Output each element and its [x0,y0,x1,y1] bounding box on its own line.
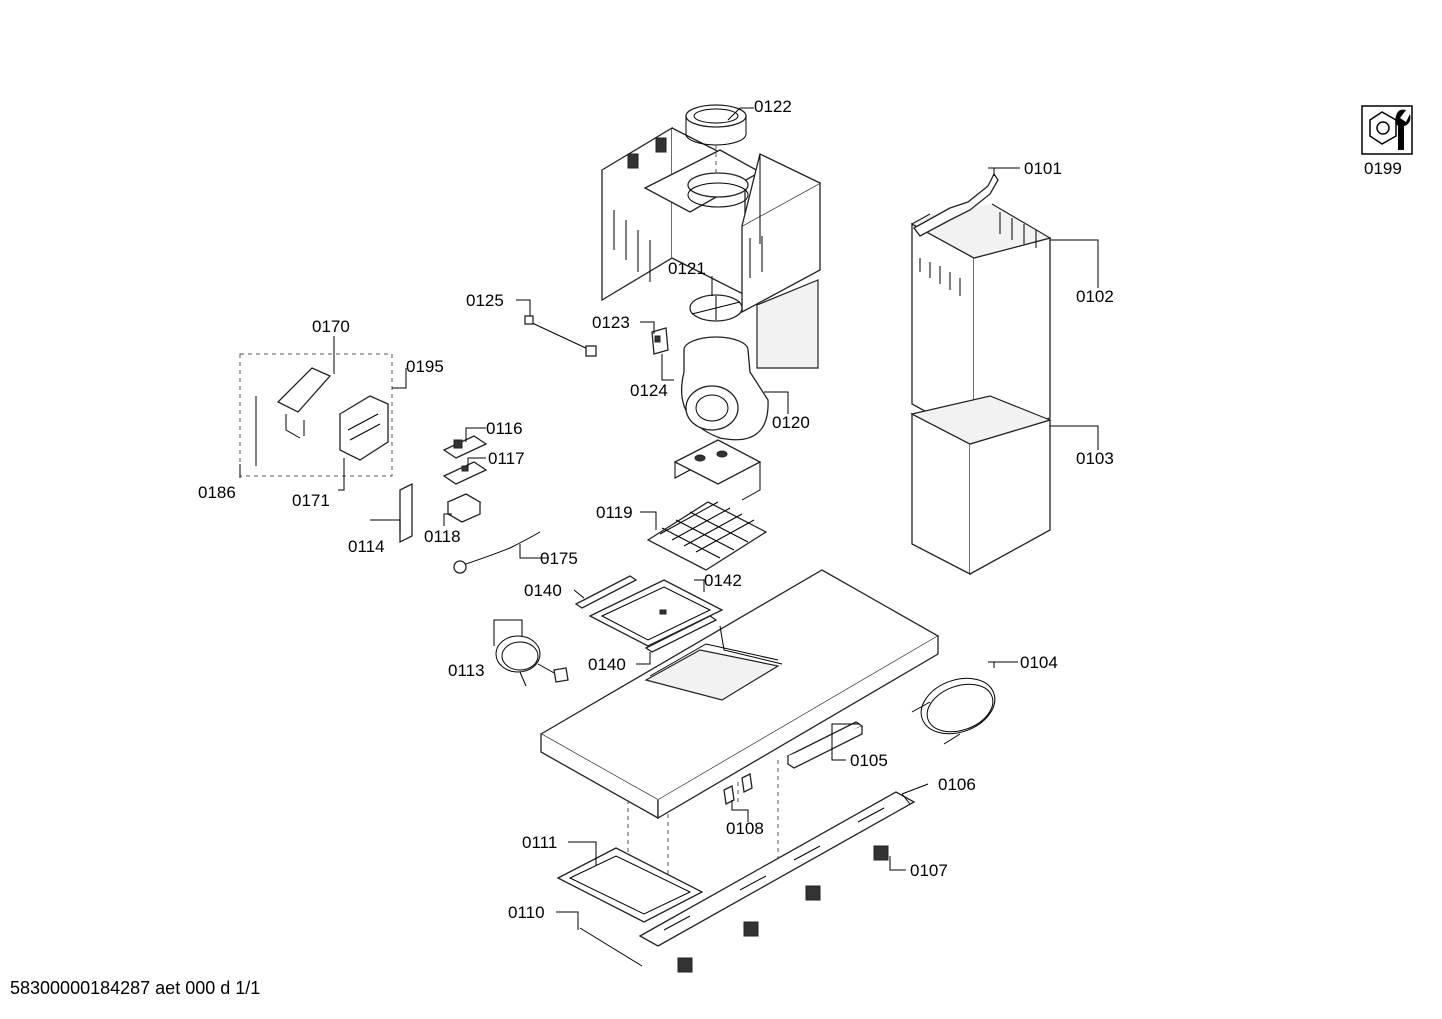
label-0195: 0195 [406,357,444,376]
part-0113-power-cord [495,635,569,687]
label-0186: 0186 [198,483,236,502]
label-0170: 0170 [312,317,350,336]
part-0140-light-strip-upper [574,575,638,609]
label-0110: 0110 [508,903,545,922]
label-0105: 0105 [850,751,888,770]
label-0111: 0111 [522,833,557,852]
label-0107: 0107 [910,861,948,880]
label-0121: 0121 [668,259,706,278]
document-footer: 58300000184287 aet 000 d 1/1 [10,978,260,999]
label-0140-lower: 0140 [588,655,626,674]
label-0101: 0101 [1024,159,1062,178]
part-0122-ring [685,104,747,146]
label-0116: 0116 [486,419,523,438]
label-0106: 0106 [938,775,976,794]
part-0114-panel [399,482,413,544]
label-0125: 0125 [466,291,504,310]
label-0175: 0175 [540,549,578,568]
label-0123: 0123 [592,313,630,332]
label-0118: 0118 [424,527,461,546]
wrench-nut-icon [1361,105,1413,155]
label-0171: 0171 [292,491,330,510]
part-0107-clips [677,845,889,973]
label-0104: 0104 [1020,653,1058,672]
part-0104-cable [911,677,996,745]
label-0142: 0142 [704,571,742,590]
label-0120: 0120 [772,413,810,432]
part-0105-light-bar [786,721,864,769]
doc-variant: aet 000 d [155,978,231,998]
label-0119: 0119 [596,503,633,522]
label-0114: 0114 [348,537,385,556]
part-0175-cable [453,531,541,574]
label-0102: 0102 [1076,287,1114,306]
label-0124: 0124 [630,381,668,400]
label-0108: 0108 [726,819,764,838]
part-0142-light-cover [588,579,724,647]
part-0119-filter-grid [646,501,768,571]
part-0140-light-strip-lower [644,615,718,653]
label-0113: 0113 [448,661,485,680]
part-0125-cable [524,315,597,357]
part-0108-clips [723,773,753,805]
hood-main-body [539,569,940,820]
part-0116-switch-board [442,435,488,459]
part-0171-control-housing [338,395,390,461]
motor-mounting-bracket [673,439,762,501]
part-0110-cable [579,927,643,967]
doc-number: 58300000184287 [10,978,151,998]
doc-page: 1/1 [235,978,261,998]
label-0103: 0103 [1076,449,1114,468]
part-0118-transformer [446,493,482,523]
label-0122: 0122 [754,97,792,116]
part-0170-bracket [276,367,332,439]
motor-housing-frame [601,126,821,369]
part-0111-filter-frame [556,847,704,923]
part-0120-fan-motor [680,336,769,441]
label-0140-upper: 0140 [524,581,562,600]
part-0102-upper-chimney [910,203,1052,440]
part-0121-damper [689,294,743,322]
label-0117: 0117 [488,449,525,468]
part-0117-control-board [442,461,488,485]
part-0101-bracket [913,172,999,237]
part-0123-clip [651,327,669,355]
label-0199: 0199 [1364,159,1402,178]
part-0106-trim-strip [638,791,916,947]
part-0103-lower-chimney [910,395,1052,576]
